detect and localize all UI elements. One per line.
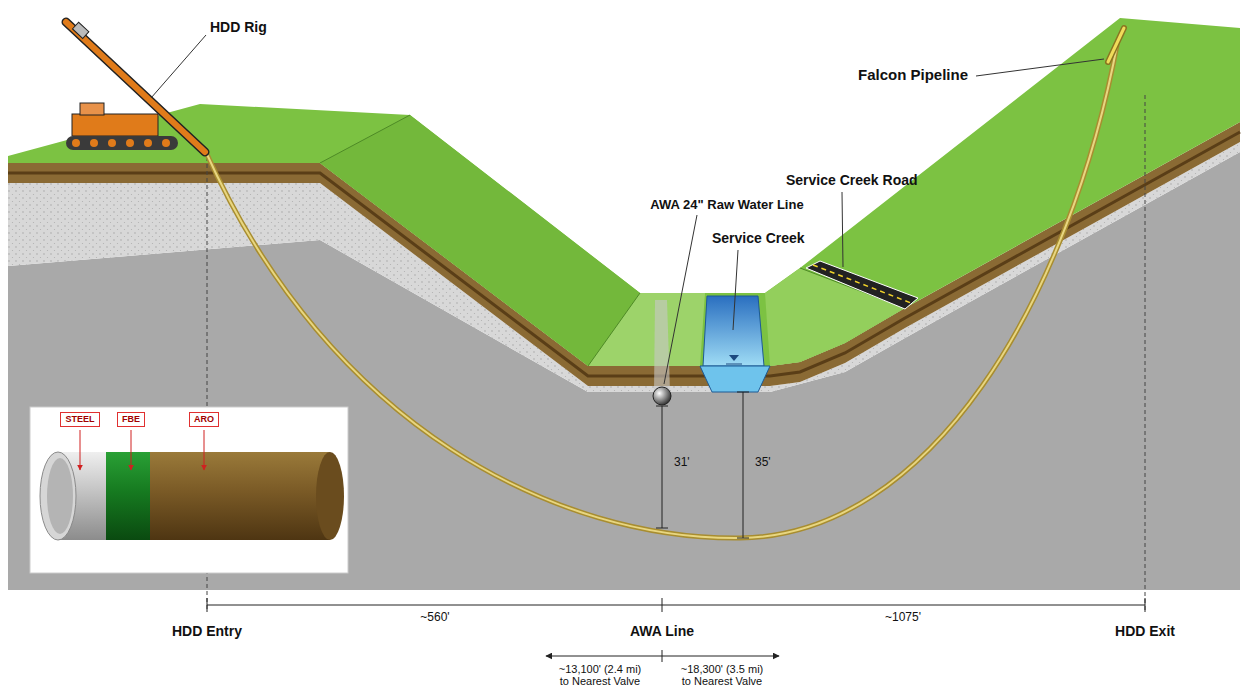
coating-inset [131, 430, 132, 470]
leader-lines [842, 192, 843, 267]
leader-lines [151, 35, 206, 98]
label-text: AWA Line [630, 623, 694, 639]
depth-dimensions [656, 528, 668, 529]
service-creek [700, 366, 770, 392]
coating-inset [30, 407, 348, 573]
hdd-rig [144, 139, 152, 147]
service-creek [700, 296, 770, 392]
depth-dimensions [656, 392, 749, 538]
leader-lines [733, 250, 738, 330]
coating-label: FBE [122, 414, 140, 424]
horizontal-dimension [662, 598, 663, 612]
depth-dimensions [737, 538, 749, 539]
horizontal-dimension [207, 605, 1145, 606]
leader-lines [976, 59, 1104, 76]
label-text: HDD Exit [1115, 623, 1175, 639]
label-text: HDD Entry [172, 623, 242, 639]
coating-inset [316, 452, 344, 540]
coating-inset [148, 452, 330, 540]
falcon-pipeline [1108, 28, 1124, 62]
depth-dimensions [662, 406, 663, 528]
creek-bank [765, 268, 905, 366]
hdd-rig [72, 139, 80, 147]
leader-lines [151, 35, 1104, 384]
coating-label-box: ARO [189, 412, 219, 427]
service-creek-road [806, 261, 918, 309]
awa-raw-water-line [653, 387, 671, 405]
valve-distance-arrows [662, 656, 779, 657]
hdd-rig [66, 22, 205, 152]
coating-inset [40, 452, 76, 540]
valve-distance-arrows [546, 656, 662, 657]
coating-label: STEEL [65, 414, 95, 424]
horizontal-dimension [1145, 598, 1146, 612]
label-text: HDD Rig [210, 19, 267, 35]
coating-inset [204, 430, 205, 470]
coating-inset [47, 458, 73, 534]
falcon-pipeline [1108, 28, 1124, 62]
depth-dimensions [656, 406, 668, 407]
service-creek [729, 355, 739, 361]
leader-lines [664, 215, 697, 384]
hdd-rig [126, 139, 134, 147]
ground-surface [8, 18, 1240, 366]
depth-dimensions [737, 392, 749, 393]
falcon-pipeline [1108, 28, 1124, 62]
hdd-rig [162, 139, 170, 147]
coating-inset [30, 407, 348, 573]
label-text: Service Creek [712, 230, 805, 246]
fold-line [320, 115, 410, 163]
coating-label-box: FBE [117, 412, 145, 427]
coating-inset [104, 452, 150, 540]
label-text: ~13,100' (2.4 mi) to Nearest Valve [557, 663, 643, 687]
hdd-rig [66, 136, 178, 150]
label-text: AWA 24" Raw Water Line [650, 198, 803, 213]
depth-dimensions [743, 392, 744, 538]
label-text: ~560' [420, 611, 449, 625]
hdd-rig [108, 139, 116, 147]
hdd-rig [66, 22, 205, 152]
hdd-rig [80, 103, 104, 115]
hdd-rig [90, 139, 98, 147]
coating-label-box: STEEL [60, 412, 100, 427]
valley-floor [588, 293, 705, 366]
service-creek [703, 296, 764, 366]
hdd-rig [66, 22, 205, 152]
horizontal-dimension [207, 598, 208, 612]
horizontal-dimension [207, 598, 1145, 612]
coating-label: ARO [194, 414, 214, 424]
label-text: ~18,300' (3.5 mi) to Nearest Valve [679, 663, 765, 687]
label-text: 31' [674, 456, 690, 470]
coating-inset [80, 430, 81, 470]
left-slope [320, 115, 640, 366]
label-text: 35' [755, 456, 771, 470]
label-text: Falcon Pipeline [858, 66, 968, 83]
awa-raw-water-line [654, 300, 670, 392]
awa-raw-water-line [653, 300, 671, 405]
label-text: ~1075' [885, 611, 921, 625]
fold-line [588, 293, 640, 366]
grass-surface [8, 18, 1240, 366]
label-text: Service Creek Road [786, 172, 918, 188]
valve-distance-arrows [546, 650, 779, 662]
service-creek-road [806, 261, 918, 309]
hdd-rig [72, 22, 88, 38]
station-lines [1145, 95, 1146, 612]
service-creek-road [813, 265, 911, 303]
hdd-rig [72, 114, 158, 136]
service-creek [726, 364, 742, 365]
